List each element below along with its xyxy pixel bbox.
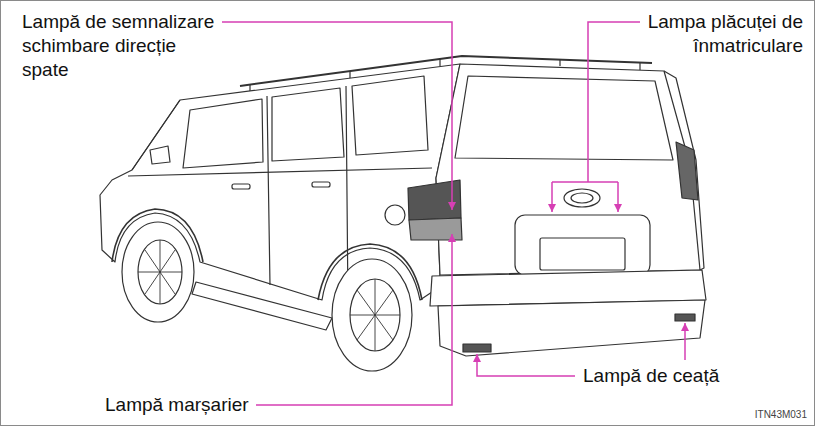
side-mirror: [150, 146, 170, 164]
leader-line: [551, 182, 553, 212]
front-spokes: [138, 240, 182, 304]
rear-window: [455, 76, 673, 160]
leader-line: [617, 182, 619, 212]
quarter-window: [352, 76, 428, 155]
belt-line: [128, 168, 432, 176]
fuel-door: [385, 205, 405, 225]
logo-emblem: [571, 193, 593, 203]
leader-line: [552, 181, 618, 183]
part-label: Lampă de semnalizare schimbare direcție …: [22, 10, 221, 82]
part-label: Lampă marșarier: [105, 393, 249, 417]
left-turn-lamp: [408, 180, 461, 220]
figure-code: ITN43M031: [755, 409, 807, 421]
logo-emblem: [564, 189, 600, 207]
part-label: Lampă de ceață: [583, 364, 719, 388]
rear-pillar: [664, 71, 704, 270]
leader-line: [477, 354, 575, 376]
rear-rim: [350, 279, 400, 351]
door-handle: [232, 184, 250, 189]
rear-spokes: [350, 279, 400, 351]
leader-line: [222, 22, 452, 210]
front-rim: [138, 240, 182, 304]
door-gap: [267, 86, 348, 306]
license-plate: [540, 238, 625, 270]
rear-door-window: [272, 88, 344, 161]
right-tail-lamp: [676, 142, 698, 200]
leader-line: [256, 234, 452, 405]
left-fog-lamp: [463, 344, 491, 352]
tailgate: [436, 64, 700, 275]
front-door-window: [183, 99, 263, 168]
front-tire: [122, 222, 194, 322]
right-fog-lamp: [675, 314, 695, 321]
suv-rear-view: [100, 56, 706, 371]
part-label: Lampa plăcuței de înmatriculare: [613, 10, 803, 58]
side-step: [192, 282, 332, 330]
door-handle: [312, 182, 330, 187]
left-reverse-lamp: [409, 218, 462, 240]
wheel-arch: [112, 209, 203, 262]
leader-line: [684, 323, 686, 360]
lower-bumper: [438, 300, 705, 356]
plate-recess: [515, 215, 650, 275]
a-pillar: [132, 100, 180, 170]
leader-lines: [222, 22, 685, 405]
leader-line: [588, 22, 640, 182]
wheel-arch: [318, 244, 422, 300]
rear-tire: [332, 259, 412, 371]
